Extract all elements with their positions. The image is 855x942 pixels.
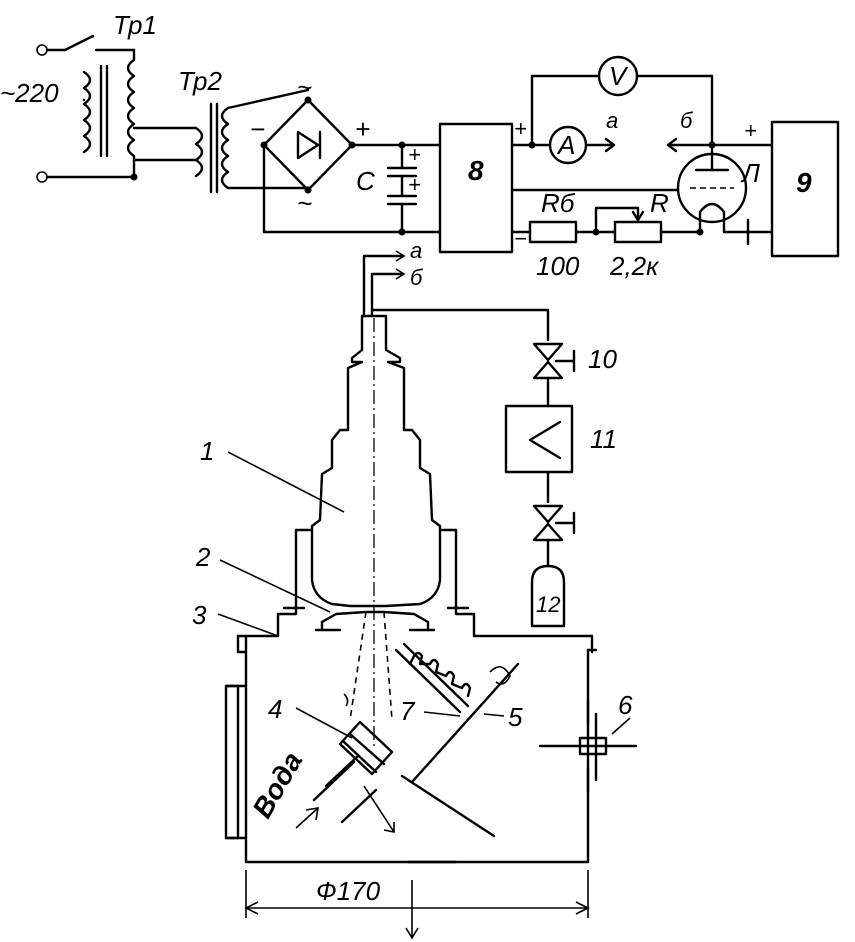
callout-7: 7	[400, 696, 416, 726]
voltmeter: V	[510, 55, 714, 149]
resistor-rb-value: 100	[536, 251, 580, 281]
callout-5: 5	[508, 702, 523, 732]
transformer-tr2: Тр2	[178, 66, 310, 194]
dimension-phi170: Ф170	[244, 870, 590, 940]
water-label-group: Вода	[246, 747, 308, 823]
lamp-l: Л +	[510, 118, 774, 246]
block-8-minus: −	[514, 226, 527, 251]
transformer-tr1: Тр1	[82, 10, 198, 181]
callouts: 1 2 3 4 5 6 7	[192, 436, 633, 739]
rect-minus: −	[250, 114, 265, 144]
resistor-rb-label: Rб	[541, 188, 576, 218]
ammeter: A а б	[548, 108, 714, 165]
sample-holder-4	[295, 693, 395, 833]
rect-plus: +	[355, 114, 370, 144]
gas-line: 10 11 12	[370, 308, 617, 628]
mains-label: ~220	[0, 78, 59, 108]
resistor-r-label: R	[650, 188, 669, 218]
lead-b-label: б	[410, 265, 424, 290]
rect-tilde-bottom: ~	[297, 188, 312, 218]
block-8-label: 8	[468, 155, 484, 186]
resistor-r-value: 2,2к	[609, 251, 660, 281]
callout-2: 2	[195, 542, 211, 572]
block-8: 8 + −	[438, 116, 527, 254]
tr1-label: Тр1	[113, 10, 157, 40]
callout-3: 3	[192, 600, 207, 630]
cap-plus-1: +	[408, 142, 421, 167]
arrow-b-label: б	[680, 108, 694, 133]
shutter-7	[400, 774, 496, 838]
electron-gun-1	[282, 314, 470, 748]
diameter-label: Ф170	[316, 876, 381, 906]
rect-tilde-top: ~	[297, 72, 312, 102]
leads-a-b: а б	[362, 238, 424, 318]
water-label: Вода	[246, 747, 308, 823]
capacitor-c: C + +	[356, 141, 421, 236]
gauge-label: 11	[590, 424, 617, 454]
lamp-label: Л	[740, 158, 760, 188]
anode-2	[314, 610, 436, 632]
block-9-plus: +	[744, 118, 757, 143]
bridge-rectifier: ~ ~ − +	[250, 72, 442, 234]
beam-lines	[349, 611, 393, 721]
lead-a-label: а	[410, 238, 422, 263]
resistors: Rб R 100 2,2к	[510, 188, 704, 281]
vacuum-chamber-3	[224, 606, 598, 864]
block-8-plus: +	[514, 116, 527, 141]
tr2-label: Тр2	[178, 66, 222, 96]
block-9-label: 9	[796, 167, 812, 198]
capacitor-label: C	[356, 166, 375, 196]
heater-5	[394, 642, 520, 784]
callout-1: 1	[200, 436, 214, 466]
block-9: 9	[770, 120, 840, 258]
callout-4: 4	[268, 694, 282, 724]
valve-top-label: 10	[588, 344, 617, 374]
cap-plus-2: +	[408, 172, 421, 197]
callout-6: 6	[618, 690, 633, 720]
voltmeter-label: V	[609, 61, 629, 91]
ammeter-label: A	[556, 130, 575, 160]
viewport-6	[538, 712, 638, 782]
mains-input: ~220	[0, 34, 136, 183]
arrow-a-label: а	[606, 108, 618, 133]
cylinder-label: 12	[536, 592, 560, 617]
